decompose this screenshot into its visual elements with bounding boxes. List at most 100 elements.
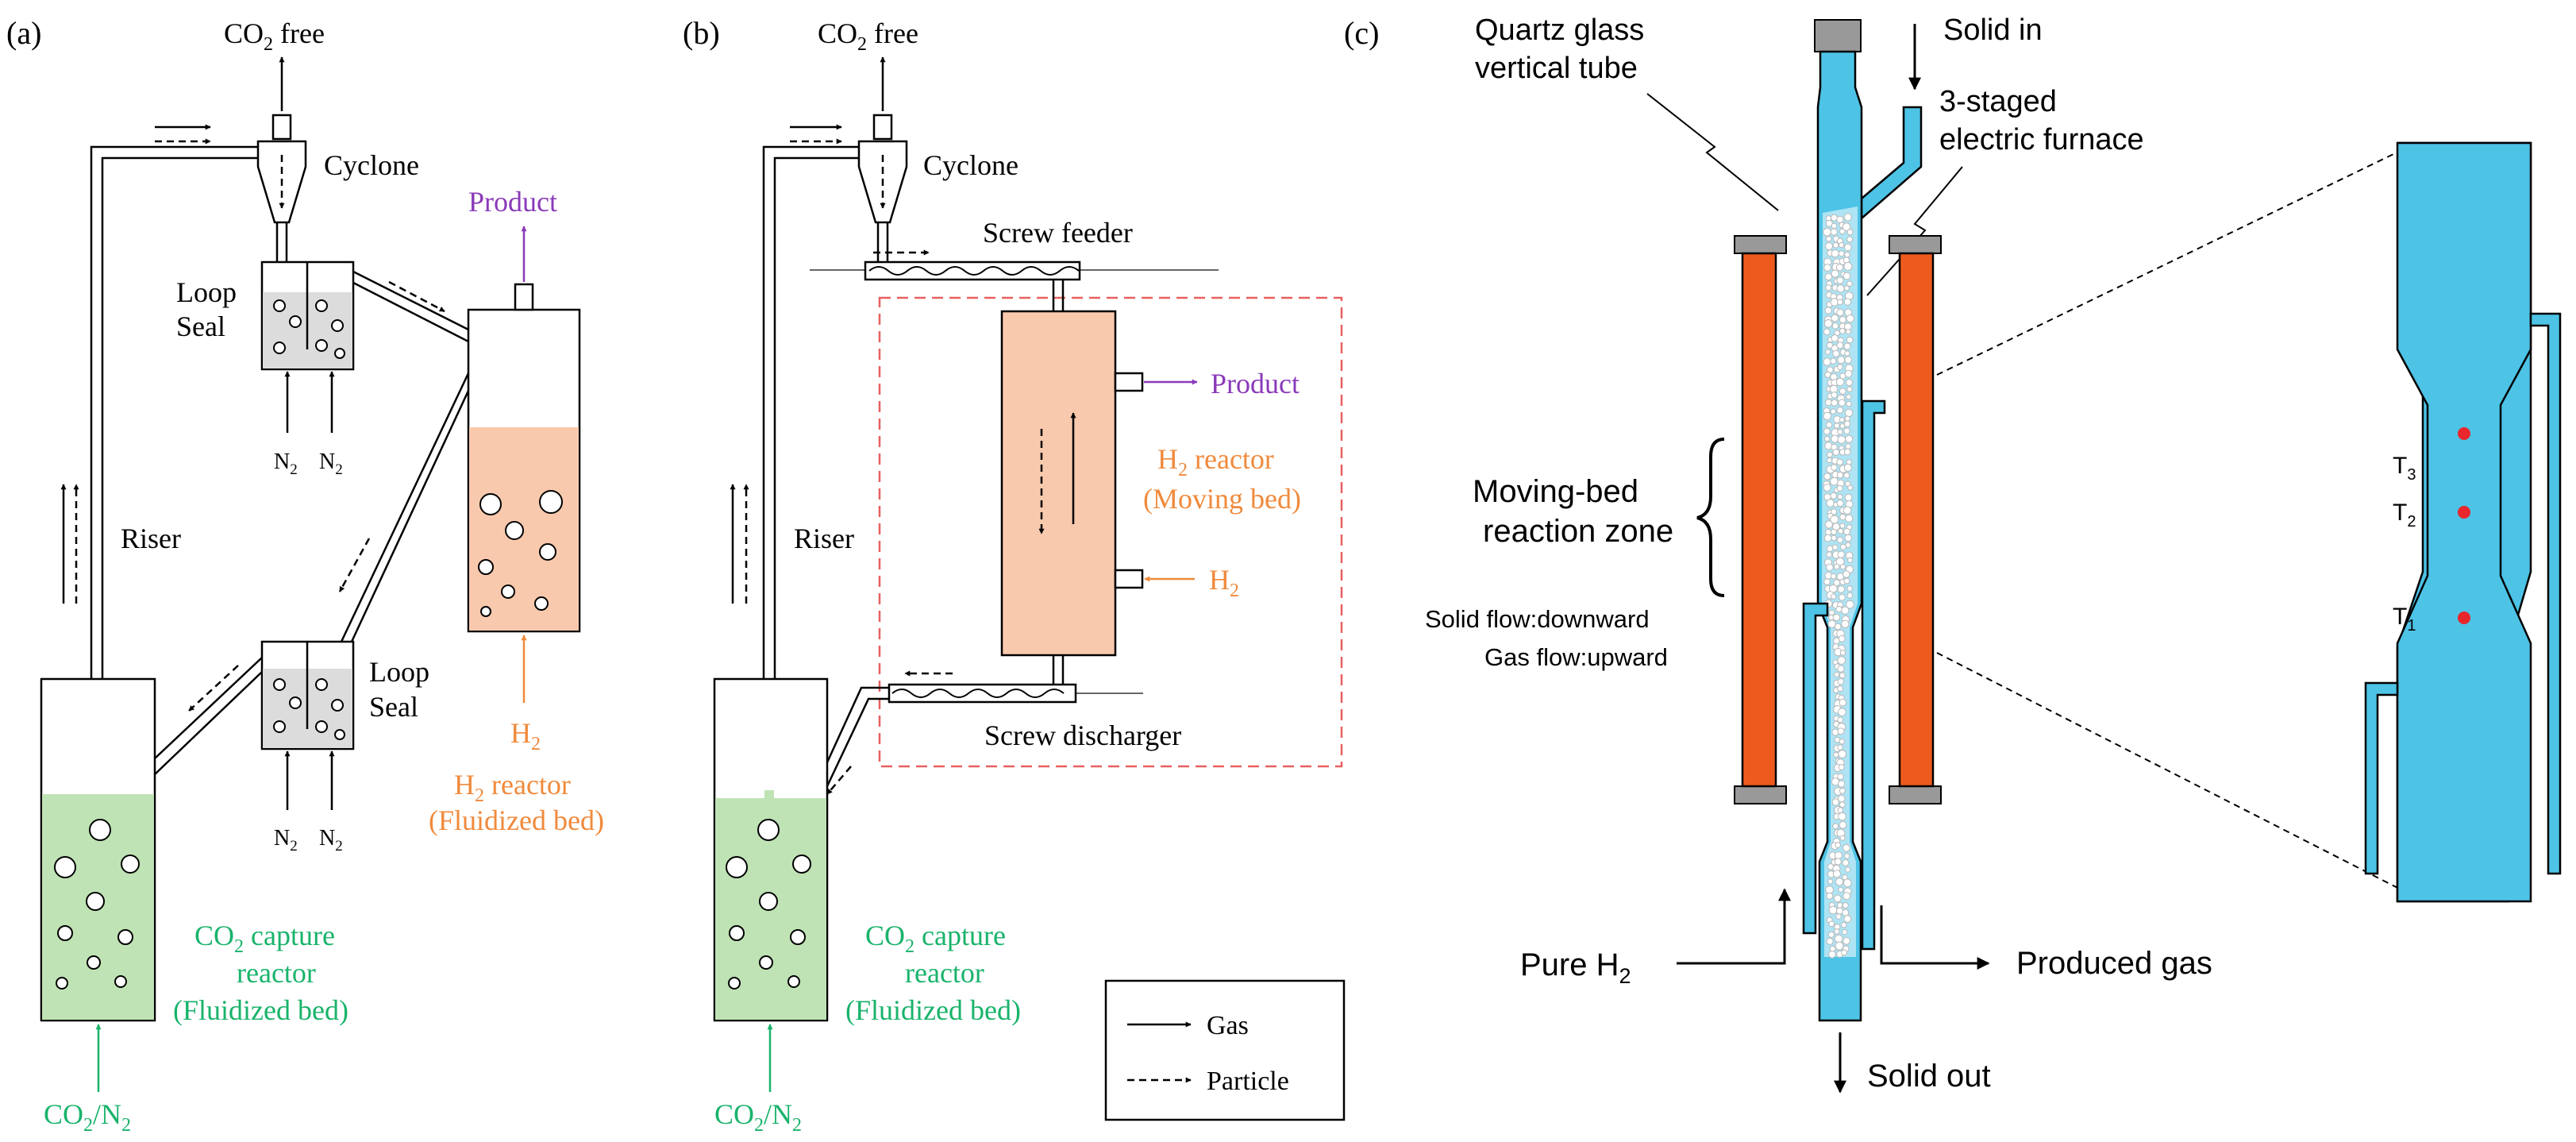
tube-particle bbox=[1842, 570, 1850, 578]
panel-a-loop-seal-top-label: Loop bbox=[176, 276, 237, 308]
tube-particle bbox=[1843, 472, 1850, 479]
tube-particle bbox=[1837, 727, 1845, 735]
tube-particle bbox=[1830, 408, 1837, 415]
panel-b-product-label: Product bbox=[1211, 368, 1300, 399]
panel-a-co2-free-label: CO2 free bbox=[224, 17, 325, 55]
tube-particle bbox=[1834, 934, 1843, 943]
tube-particle bbox=[1823, 427, 1831, 435]
tube-particle bbox=[1831, 464, 1838, 471]
tube-particle bbox=[1835, 878, 1844, 886]
panel-a-n2-label-1: N2 bbox=[274, 449, 298, 478]
solid-inlet-pipe bbox=[1860, 106, 1923, 221]
tube-particle bbox=[1823, 534, 1832, 542]
furnace-label: 3-staged bbox=[1939, 85, 2057, 118]
tube-particle bbox=[1838, 780, 1846, 788]
tube-particle bbox=[1836, 276, 1844, 284]
flange-bottom-left bbox=[1734, 785, 1787, 804]
tube-particle bbox=[1839, 417, 1845, 423]
tube-particle bbox=[1835, 941, 1844, 951]
tube-particle bbox=[1843, 915, 1852, 923]
tube-particle bbox=[1846, 394, 1852, 400]
panel-b-co2-n2-label: CO2/N2 bbox=[714, 1098, 802, 1136]
tube-particle bbox=[1843, 463, 1852, 473]
furnace-label-2: electric furnace bbox=[1939, 123, 2144, 156]
tube-particle bbox=[1833, 894, 1842, 903]
tube-particle bbox=[1836, 284, 1845, 293]
panel-b-co2-reactor-type: (Fluidized bed) bbox=[845, 994, 1021, 1026]
tube-particle bbox=[1835, 913, 1842, 920]
h2-inlet-pipe bbox=[1802, 602, 1829, 935]
tube-particle bbox=[1845, 329, 1851, 335]
tube-particle bbox=[1837, 528, 1844, 534]
tube-particle bbox=[1846, 236, 1854, 243]
tube-particle bbox=[1839, 513, 1846, 521]
flange-top-left bbox=[1734, 235, 1787, 254]
panel-b-h2-inlet-label: H2 bbox=[1209, 564, 1239, 601]
tube-particle bbox=[1842, 272, 1851, 280]
tube-particle bbox=[1824, 399, 1832, 407]
tube-particle bbox=[1835, 842, 1841, 848]
panel-a-return-pipe bbox=[154, 657, 263, 759]
gas-outlet-pipe bbox=[1861, 399, 1886, 951]
panel-a-co2-reactor-label-2: reactor bbox=[237, 957, 316, 989]
tube-particle bbox=[1843, 261, 1853, 271]
furnace-wall-left bbox=[1741, 252, 1777, 788]
tube-particle bbox=[1844, 408, 1854, 417]
tube-particle bbox=[1831, 434, 1839, 443]
tube-particle bbox=[1832, 613, 1841, 622]
tube-particle bbox=[1831, 544, 1839, 551]
tube-particle bbox=[1837, 716, 1844, 723]
panel-a-transfer-arrow-1 bbox=[388, 280, 445, 313]
tube-particle bbox=[1838, 708, 1846, 716]
produced-gas-label: Produced gas bbox=[2016, 946, 2212, 981]
thermocouple-t3-point bbox=[2458, 427, 2470, 440]
tube-particle bbox=[1823, 227, 1832, 237]
tube-particle bbox=[1843, 342, 1851, 350]
tube-particle bbox=[1847, 484, 1854, 491]
panel-b-return-arrow bbox=[826, 766, 852, 795]
tube-particle bbox=[1841, 921, 1847, 928]
tube-particle bbox=[1836, 471, 1844, 479]
tube-particle bbox=[1842, 222, 1851, 232]
tube-particle bbox=[1845, 434, 1854, 443]
tube-particle bbox=[1831, 334, 1839, 342]
tube-particle bbox=[1845, 542, 1851, 548]
panel-b: (b) CO2 free Cyclone Riser Screw feeder bbox=[683, 15, 1346, 1136]
tube-particle bbox=[1836, 308, 1844, 317]
tube-particle bbox=[1835, 264, 1844, 272]
panel-a-h2-reactor-bubbles bbox=[478, 490, 563, 617]
tube-particle bbox=[1839, 650, 1846, 656]
furnace-leader bbox=[1866, 166, 1963, 296]
tube-particle bbox=[1843, 427, 1850, 434]
panel-a-product-label: Product bbox=[468, 186, 557, 218]
panel-a-h2-reactor-bed bbox=[469, 427, 579, 631]
flange-top-right bbox=[1889, 235, 1942, 254]
tube-particle bbox=[1842, 843, 1850, 852]
quartz-tube-leader bbox=[1646, 93, 1779, 211]
tube-particle bbox=[1846, 229, 1854, 236]
tube-particle bbox=[1827, 451, 1833, 458]
tube-particle bbox=[1823, 264, 1832, 272]
flange-bottom-right bbox=[1889, 785, 1942, 804]
panel-a-h2-reactor-type: (Fluidized bed) bbox=[429, 804, 604, 836]
tube-particle bbox=[1841, 949, 1848, 956]
tube-particle bbox=[1824, 371, 1831, 378]
panel-a-transfer-arrow-2 bbox=[338, 538, 371, 592]
thermocouple-t3-label: T3 bbox=[2393, 453, 2416, 484]
tube-particle bbox=[1844, 243, 1852, 252]
tube-particle bbox=[1843, 577, 1850, 585]
tube-particle bbox=[1824, 307, 1832, 314]
tube-particle bbox=[1845, 379, 1853, 387]
tube-particle bbox=[1842, 859, 1850, 866]
tube-particle bbox=[1838, 812, 1846, 821]
tube-particle bbox=[1831, 798, 1840, 806]
panel-a-loop-seal-bottom-label-2: Seal bbox=[369, 691, 418, 723]
tube-particle bbox=[1844, 534, 1853, 542]
panel-a-riser-bottom-mask bbox=[92, 762, 102, 794]
panel-b-screw-feeder-helix bbox=[868, 266, 1080, 276]
tube-particle bbox=[1823, 435, 1831, 442]
tube-particle bbox=[1834, 858, 1842, 866]
panel-b-riser-pipe-inner bbox=[773, 156, 859, 794]
tube-particle bbox=[1838, 764, 1845, 771]
tube-particle bbox=[1823, 357, 1831, 366]
